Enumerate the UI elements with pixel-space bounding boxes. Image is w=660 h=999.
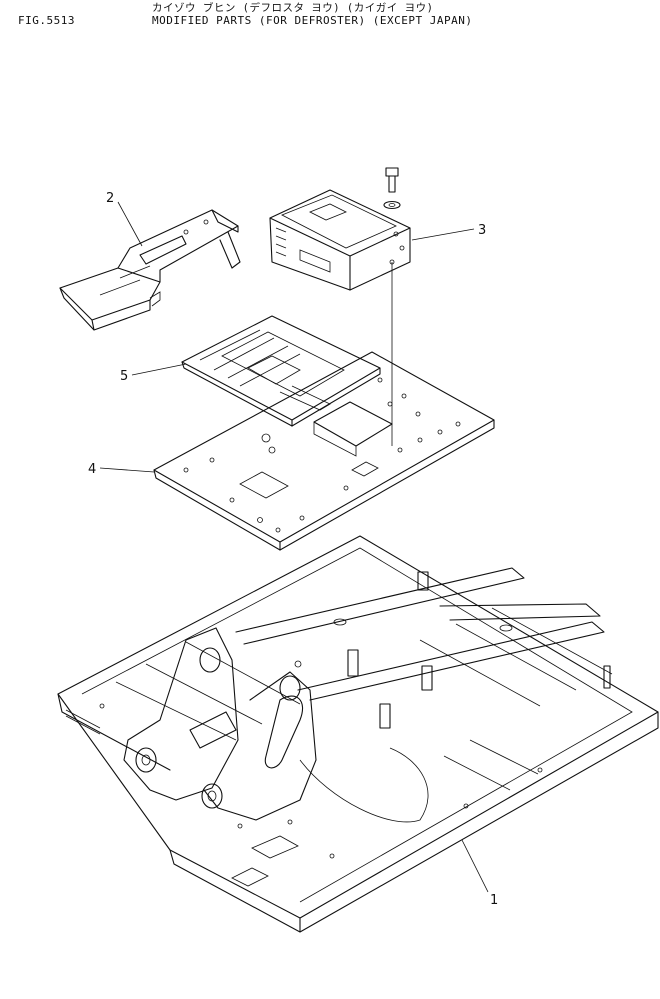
part-2-defroster-duct bbox=[59, 209, 241, 331]
callout-2: 2 bbox=[106, 191, 114, 206]
part-3-defroster-unit bbox=[269, 167, 411, 291]
diagram-title: MODIFIED PARTS (FOR DEFROSTER) (EXCEPT J… bbox=[152, 14, 473, 27]
leader-line-3 bbox=[411, 228, 475, 241]
leader-line-5 bbox=[131, 363, 187, 376]
part-5-floor-mat bbox=[181, 315, 381, 427]
title-katakana: カイゾウ ブヒン (デフロスタ ヨウ) (カイガイ ヨウ) bbox=[152, 2, 434, 14]
leader-line-2 bbox=[117, 201, 143, 247]
leader-line-4 bbox=[99, 467, 155, 473]
leader-lines bbox=[99, 201, 489, 893]
callout-4: 4 bbox=[88, 462, 96, 477]
part-1-revolving-frame bbox=[57, 535, 659, 933]
figure-number: FIG.5513 bbox=[18, 14, 75, 27]
callout-3: 3 bbox=[478, 223, 486, 238]
callout-5: 5 bbox=[120, 369, 128, 384]
callout-1: 1 bbox=[490, 893, 498, 908]
leader-line-1 bbox=[461, 839, 489, 893]
